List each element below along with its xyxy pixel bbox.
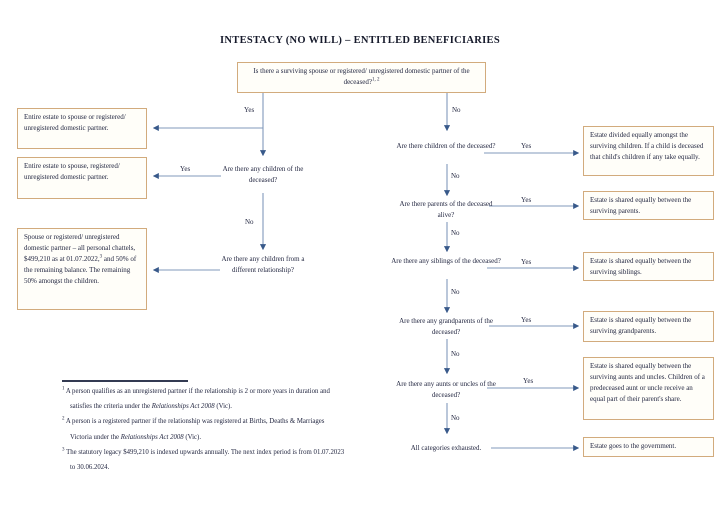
outcome-estate-to-government: Estate goes to the government. <box>583 437 714 457</box>
outcome-entire-estate-spouse: Entire estate to spouse or registered/ u… <box>17 108 147 149</box>
footnote-marker: 3 <box>62 447 65 453</box>
outcome-aunts-uncles-equal-share: Estate is shared equally between the sur… <box>583 357 714 420</box>
outcome-text: and 50% of the remaining balance. The re… <box>24 255 137 285</box>
edge-label-no: No <box>451 414 460 422</box>
outcome-text: Entire estate to spouse or registered/ u… <box>24 113 126 132</box>
edge-label-no: No <box>451 288 460 296</box>
outcome-spouse-chattels-split: Spouse or registered/ unregistered domes… <box>17 228 147 310</box>
footnote-2: 2 A person is a registered partner if th… <box>62 414 346 444</box>
footnote-3: 3 The statutory legacy $499,210 is index… <box>62 445 346 475</box>
outcome-grandparents-equal-share: Estate is shared equally between the sur… <box>583 311 714 342</box>
footnote-marker: 1 <box>62 386 65 392</box>
footnote-act-title: Relationships Act 2008 <box>151 403 215 411</box>
edge-label-no: No <box>451 229 460 237</box>
outcome-parents-equal-share: Estate is shared equally between the sur… <box>583 191 714 220</box>
footnote-1: 1 A person qualifies as an unregistered … <box>62 384 346 414</box>
question-grandparents: Are there any grandparents of the deceas… <box>399 317 493 336</box>
edge-label-yes: Yes <box>523 377 534 385</box>
question-siblings: Are there any siblings of the deceased? <box>391 257 501 265</box>
edge-label-yes: Yes <box>521 142 532 150</box>
footnote-act-title: Relationships Act 2008 <box>120 433 184 441</box>
question-children-different-relationship: Are there any children from a different … <box>221 255 305 274</box>
question-root-text: Is there a surviving spouse or registere… <box>253 67 470 86</box>
question-parents-alive: Are there parents of the deceased alive? <box>399 200 493 219</box>
outcome-text: Entire estate to spouse, registered/ unr… <box>24 162 120 181</box>
statement-all-categories-exhausted: All categories exhausted. <box>410 444 482 452</box>
question-any-children: Are there any children of the deceased? <box>222 165 304 184</box>
edge-label-yes: Yes <box>521 316 532 324</box>
outcome-children-equal-share: Estate divided equally amongst the survi… <box>583 126 714 176</box>
edge-label-no: No <box>452 106 461 114</box>
edge-label-no: No <box>451 350 460 358</box>
edge-label-yes: Yes <box>521 196 532 204</box>
edge-label-yes: Yes <box>180 165 191 173</box>
footnote-text: The statutory legacy $499,210 is indexed… <box>66 448 345 472</box>
edge-label-yes: Yes <box>521 258 532 266</box>
footnote-ref-1-2: 1, 2 <box>371 77 380 83</box>
footnote-text: (Vic). <box>214 403 232 411</box>
outcome-siblings-equal-share: Estate is shared equally between the sur… <box>583 252 714 281</box>
footnote-ref-3: 3 <box>99 254 103 260</box>
outcome-text: Estate is shared equally between the sur… <box>590 257 692 276</box>
outcome-text: Estate is shared equally between the sur… <box>590 196 692 215</box>
outcome-entire-estate-spouse-2: Entire estate to spouse, registered/ unr… <box>17 157 147 199</box>
footnotes-section: 1 A person qualifies as an unregistered … <box>62 384 346 475</box>
edge-label-no: No <box>451 172 460 180</box>
edge-label-no: No <box>245 218 254 226</box>
outcome-text: Estate divided equally amongst the survi… <box>590 131 704 161</box>
edge-label-yes: Yes <box>244 106 255 114</box>
footnote-text: (Vic). <box>183 433 202 441</box>
footnote-text: A person qualifies as an unregistered pa… <box>65 388 330 411</box>
question-root-box: Is there a surviving spouse or registere… <box>237 62 486 93</box>
question-children-of-deceased: Are there children of the deceased? <box>396 142 496 150</box>
footnote-text: A person is a registered partner if the … <box>65 418 325 441</box>
footnote-divider <box>62 380 188 382</box>
outcome-text: Estate goes to the government. <box>590 442 677 450</box>
page-title: INTESTACY (NO WILL) – ENTITLED BENEFICIA… <box>220 35 500 46</box>
question-aunts-uncles: Are there any aunts or uncles of the dec… <box>396 380 496 399</box>
outcome-text: Estate is shared equally between the sur… <box>590 362 705 403</box>
footnote-marker: 2 <box>62 417 65 423</box>
outcome-text: Spouse or registered/ unregistered domes… <box>24 233 136 263</box>
outcome-text: Estate is shared equally between the sur… <box>590 316 692 335</box>
